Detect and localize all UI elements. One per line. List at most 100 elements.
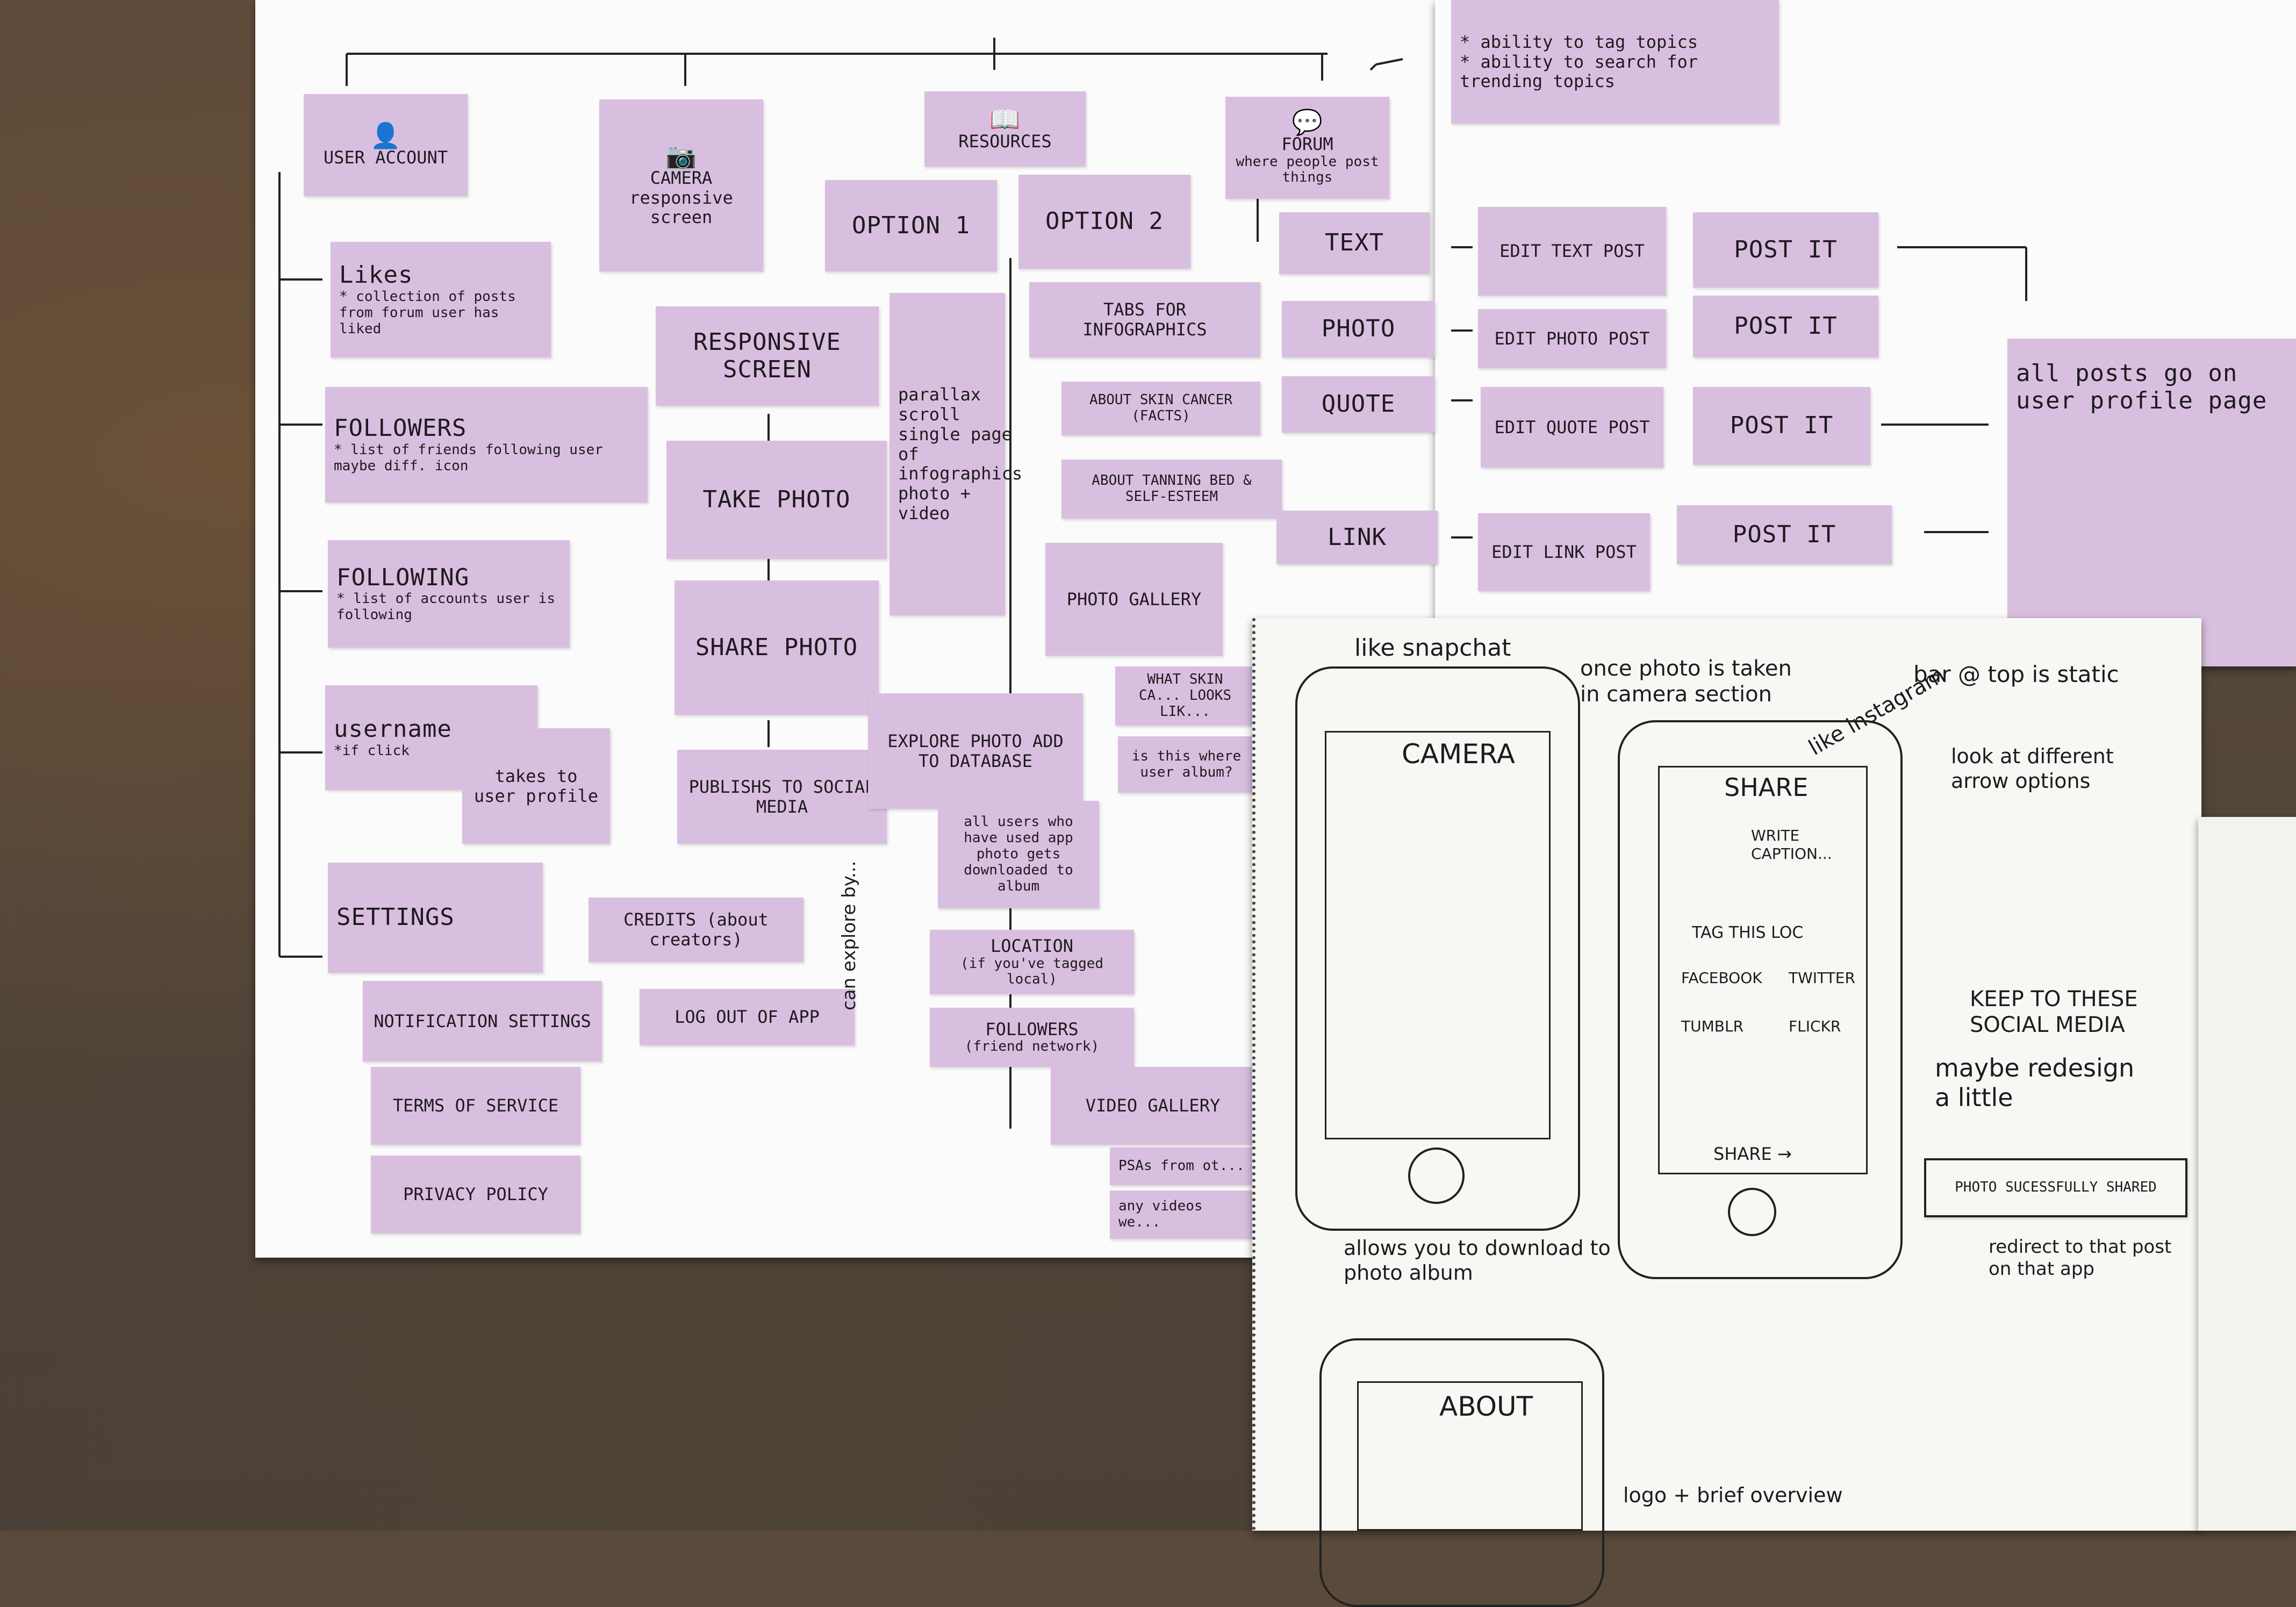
publishes-label: PUBLISHS TO SOCIAL MEDIA (688, 776, 876, 817)
twitter-label: TWITTER (1789, 969, 1855, 987)
note-all-posts: all posts go on user profile page (2007, 339, 2296, 666)
sketch-sheet (1252, 618, 2201, 1531)
about-screen: ABOUT (1357, 1381, 1583, 1531)
option2-label: OPTION 2 (1045, 207, 1164, 235)
location-sub: (if you've tagged local) (960, 955, 1104, 988)
note-followers: FOLLOWERS * list of friends following us… (325, 387, 648, 503)
logout-label: LOG OUT OF APP (675, 1007, 820, 1028)
note-user-profile: takes to user profile (462, 728, 610, 844)
shared-success-label: PHOTO SUCESSFULLY SHARED (1955, 1179, 2157, 1196)
post-it-label-3: POST IT (1730, 412, 1834, 440)
camera-label: CAMERA (650, 167, 713, 188)
note-edit-link: EDIT LINK POST (1478, 513, 1650, 591)
followers-desc: * list of friends following user (334, 441, 603, 458)
camera-sub-label: responsive screen (629, 187, 733, 228)
note-post-it-2: POST IT (1693, 296, 1878, 357)
note-credits: CREDITS (about creators) (589, 898, 803, 962)
edit-link-label: EDIT LINK POST (1491, 542, 1637, 563)
chat-bubble-icon: 💬 (1292, 107, 1323, 137)
followers-network-label: FOLLOWERS (985, 1018, 1079, 1039)
note-quote: QUOTE (1282, 376, 1435, 433)
note-psas: PSAs from ot... (1110, 1147, 1255, 1185)
note-photo: PHOTO (1282, 301, 1435, 357)
all-posts-label: all posts go on user profile page (2016, 360, 2268, 414)
user-account-label: USER ACCOUNT (323, 147, 448, 168)
explore-detail: all users who have used app photo gets d… (964, 814, 1073, 894)
note-logout: LOG OUT OF APP (640, 989, 855, 1045)
forum-sub-label: where people post things (1236, 153, 1379, 186)
explore-label: EXPLORE PHOTO ADD TO DATABASE (887, 730, 1064, 771)
phone-sketch-share (1618, 720, 1903, 1279)
username-target: takes to user profile (473, 765, 599, 806)
facebook-label: FACEBOOK (1681, 969, 1762, 987)
note-any-videos: any videos we... (1110, 1190, 1255, 1239)
followers-network-sub: (friend network) (964, 1038, 1100, 1055)
shared-success-box: PHOTO SUCESSFULLY SHARED (1924, 1158, 2187, 1217)
note-edit-quote: EDIT QUOTE POST (1481, 387, 1663, 468)
note-post-it-3: POST IT (1693, 387, 1870, 465)
note-option-1: OPTION 1 (825, 180, 997, 271)
note-forum: 💬 FORUM where people post things (1225, 97, 1389, 199)
option1-label: OPTION 1 (852, 211, 970, 239)
post-it-label-1: POST IT (1734, 235, 1838, 263)
album-question: is this where user album? (1131, 748, 1242, 780)
tumblr-label: TUMBLR (1681, 1017, 1744, 1035)
note-user-account: 👤 USER ACCOUNT (304, 94, 468, 196)
photo-label: PHOTO (1321, 315, 1396, 343)
note-tag-topics: * ability to tag topics * ability to sea… (1451, 0, 1779, 124)
edit-quote-label: EDIT QUOTE POST (1494, 417, 1650, 437)
note-take-photo: TAKE PHOTO (666, 441, 887, 559)
tag-topics-label: * ability to tag topics * ability to sea… (1460, 31, 1698, 92)
notification-label: NOTIFICATION SETTINGS (374, 1010, 591, 1031)
note-post-it-4: POST IT (1677, 505, 1892, 564)
note-text: TEXT (1279, 212, 1430, 274)
camera-screen: CAMERA (1325, 731, 1551, 1139)
note-location: LOCATION (if you've tagged local) (930, 930, 1134, 994)
responsive-label: RESPONSIVE SCREEN (693, 328, 841, 383)
note-resources: 📖 RESOURCES (924, 91, 1086, 167)
sketch-sheet-back (2198, 817, 2296, 1531)
take-photo-label: TAKE PHOTO (702, 485, 851, 513)
redesign-note: maybe redesign a little (1935, 1053, 2135, 1113)
location-label: LOCATION (990, 935, 1074, 956)
share-footer-label: SHARE → (1713, 1144, 1792, 1164)
followers-title: FOLLOWERS (334, 414, 467, 442)
phone-sketch-camera (1295, 666, 1580, 1231)
share-screen-header: SHARE (1724, 773, 1809, 802)
note-explore: EXPLORE PHOTO ADD TO DATABASE (868, 693, 1083, 809)
share-photo-label: SHARE PHOTO (695, 633, 858, 661)
note-following: FOLLOWING * list of accounts user is fol… (328, 540, 570, 648)
camera-caption-note: allows you to download to photo album (1344, 1236, 1611, 1285)
post-it-label-4: POST IT (1732, 520, 1836, 548)
username-title: username (334, 715, 452, 743)
note-publishes: PUBLISHS TO SOCIAL MEDIA (677, 750, 887, 844)
note-post-it-1: POST IT (1693, 212, 1878, 288)
note-parallax: parallax scroll single page of infograph… (889, 293, 1022, 615)
note-notification: NOTIFICATION SETTINGS (363, 981, 602, 1061)
book-icon: 📖 (989, 104, 1021, 134)
video-gallery-label: VIDEO GALLERY (1085, 1095, 1221, 1116)
photo-gallery-label: PHOTO GALLERY (1066, 589, 1202, 609)
tabs-label: TABS FOR INFOGRAPHICS (1082, 299, 1207, 340)
person-icon: 👤 (370, 120, 401, 150)
redirect-note: redirect to that post on that app (1989, 1236, 2172, 1280)
bar-static-note: bar @ top is static (1913, 661, 2119, 687)
credits-label: CREDITS (about creators) (623, 909, 769, 950)
camera-icon: 📷 (665, 141, 697, 170)
forum-label: FORUM (1281, 133, 1333, 154)
settings-title: SETTINGS (336, 903, 455, 931)
note-responsive-screen: RESPONSIVE SCREEN (656, 306, 879, 406)
post-it-label-2: POST IT (1734, 312, 1838, 340)
logo-overview-note: logo + brief overview (1623, 1483, 1843, 1507)
terms-label: TERMS OF SERVICE (392, 1095, 559, 1116)
camera-home-button (1408, 1147, 1465, 1204)
note-share-photo: SHARE PHOTO (675, 580, 879, 715)
following-desc: * list of accounts user is following (336, 591, 555, 623)
write-caption-label: WRITE CAPTION... (1751, 827, 1832, 863)
tanning-label: ABOUT TANNING BED & SELF-ESTEEM (1092, 472, 1252, 505)
what-skin-label: WHAT SKIN CA... LOOKS LIK... (1138, 671, 1232, 720)
note-terms: TERMS OF SERVICE (371, 1067, 580, 1145)
share-screen: SHARE WRITE CAPTION... TAG THIS LOC FACE… (1658, 766, 1868, 1174)
note-link: LINK (1276, 511, 1438, 564)
note-explore-detail: all users who have used app photo gets d… (938, 801, 1099, 908)
